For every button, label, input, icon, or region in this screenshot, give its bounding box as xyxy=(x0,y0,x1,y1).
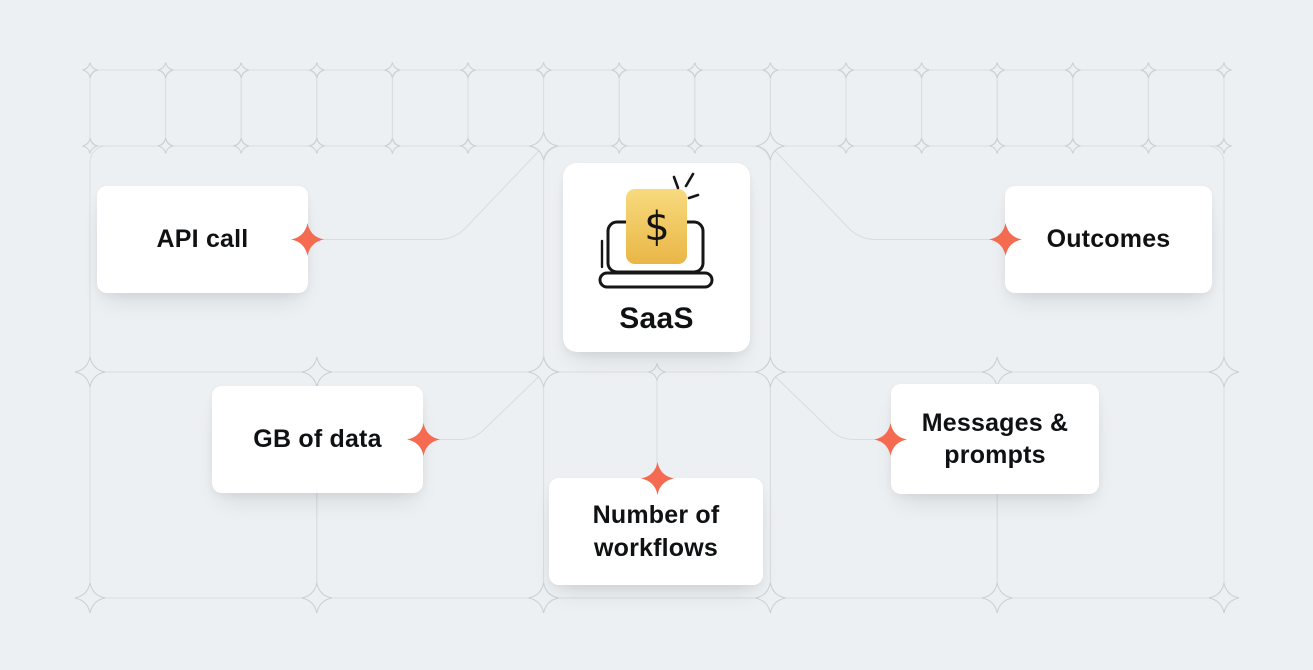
node-label-outcomes: Outcomes xyxy=(1046,225,1171,254)
node-outcomes[interactable]: Outcomes xyxy=(1005,186,1212,293)
dollar-sign: $ xyxy=(644,204,669,250)
node-api-call[interactable]: API call xyxy=(97,186,308,293)
laptop-dollar-icon: $ xyxy=(598,172,714,289)
node-saas[interactable]: $ SaaS xyxy=(563,163,750,352)
sparkle-outcomes xyxy=(989,223,1022,256)
node-label-messages-prompts: Messages & prompts xyxy=(921,408,1069,470)
burst-strokes xyxy=(672,172,700,200)
connector-line xyxy=(307,145,544,241)
sparkle-messages-prompts xyxy=(874,423,907,456)
dollar-card xyxy=(626,189,687,264)
laptop-base xyxy=(598,271,714,289)
connector-line xyxy=(770,145,1005,241)
node-gb-of-data[interactable]: GB of data xyxy=(212,386,423,493)
connector-line xyxy=(423,371,544,441)
node-messages-prompts[interactable]: Messages & prompts xyxy=(891,384,1099,494)
node-number-of-workflows[interactable]: Number of workflows xyxy=(549,478,763,585)
sparkle-gb-of-data xyxy=(407,423,440,456)
node-label-number-of-workflows: Number of workflows xyxy=(592,501,720,562)
node-label-api-call: API call xyxy=(156,225,249,254)
connector-line xyxy=(770,371,891,441)
sparkle-api-call xyxy=(291,223,324,256)
node-label-saas: SaaS xyxy=(619,302,694,335)
sparkle-number-of-workflows xyxy=(641,462,674,495)
node-label-gb-of-data: GB of data xyxy=(253,425,382,454)
